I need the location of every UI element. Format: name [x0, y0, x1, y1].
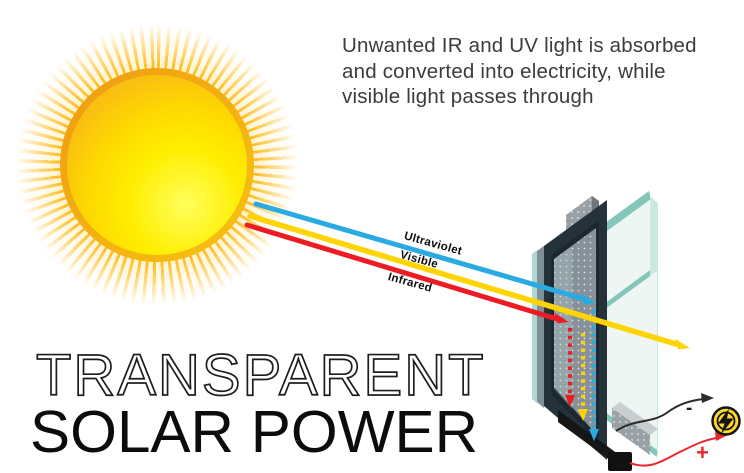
bottom-spacer-block [612, 402, 658, 455]
ultraviolet-ray [253, 201, 587, 302]
title-line-solar-power: SOLAR POWER [30, 399, 479, 465]
module-side-face [537, 246, 544, 408]
absorber-surface [554, 228, 596, 434]
positive-terminal-label: + [696, 440, 709, 465]
negative-wire [615, 398, 705, 432]
description-line: and converted into electricity, while [342, 59, 666, 83]
glass-reflection [554, 246, 572, 409]
visible-ray-arrowhead [675, 338, 690, 350]
glass-front-face [593, 271, 657, 450]
wiring [615, 393, 728, 467]
visible-ray [247, 213, 679, 347]
visible-dotted-arrowhead [578, 409, 588, 421]
spacer-top-face [612, 402, 658, 435]
lightning-bolt-icon [718, 408, 734, 435]
description-text: Unwanted IR and UV light is absorbed and… [342, 33, 697, 110]
spacer-front-face [612, 408, 650, 455]
ultraviolet-dotted-arrowhead [589, 429, 599, 441]
front-glass-edge [532, 250, 537, 403]
negative-terminal-label: - [686, 398, 693, 419]
electricity-symbol-ring [716, 411, 736, 431]
infrared-ray [244, 222, 560, 322]
infrared-dotted-arrowhead [565, 395, 575, 407]
pv-module [532, 200, 607, 460]
title-line-transparent: TRANSPARENT [35, 342, 486, 409]
electricity-symbol [711, 406, 741, 436]
sun-icon [60, 68, 254, 262]
junction-box [608, 452, 632, 471]
ultraviolet-ray-arrowhead [581, 293, 596, 305]
module-sill-bar [558, 410, 622, 469]
absorbed-energy-arrows [565, 310, 599, 441]
negative-wire-arrowhead [701, 393, 714, 403]
infrared-ray-arrowhead [554, 312, 569, 324]
description-line: visible light passes through [342, 85, 594, 108]
light-rays [244, 201, 690, 350]
description-line: Unwanted IR and UV light is absorbed [342, 34, 697, 57]
positive-wire [629, 437, 717, 467]
